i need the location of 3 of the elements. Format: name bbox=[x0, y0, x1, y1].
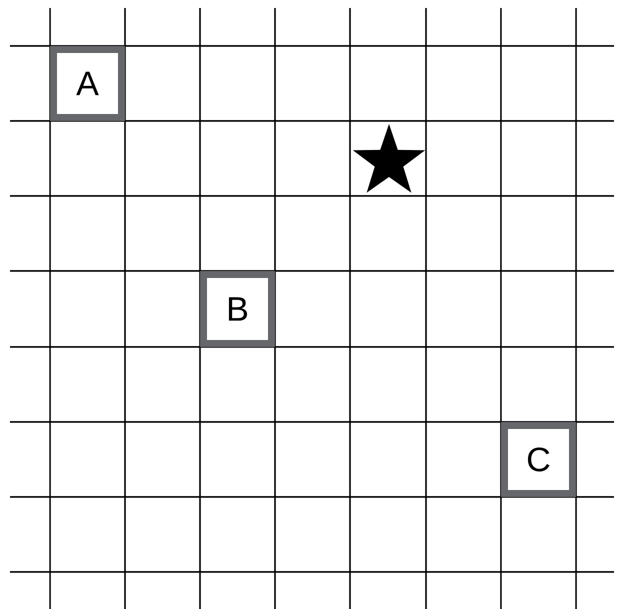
letter-box: B bbox=[200, 270, 275, 347]
letter-box: A bbox=[50, 46, 125, 121]
letter-box: C bbox=[501, 422, 576, 497]
